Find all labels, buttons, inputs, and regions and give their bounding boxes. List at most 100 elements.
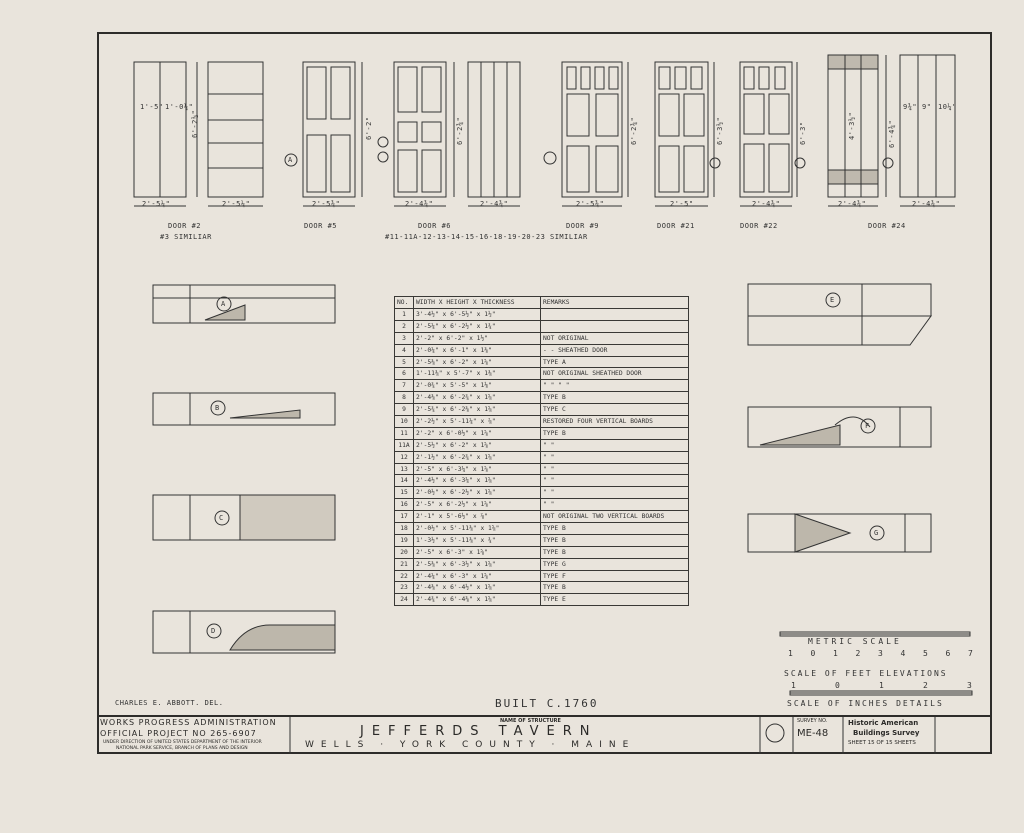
schedule-cell-no: 17 [394,510,414,524]
dim-d24w2: 2'-4¾" [912,200,941,208]
schedule-cell-no: 24 [394,593,414,607]
schedule-cell-remarks: " " [540,486,689,500]
schedule-cell-remarks: NOT ORIGINAL SHEATHED DOOR [540,367,689,381]
schedule-cell-dims: 2'-2" x 6'-2" x 1½" [413,331,541,345]
schedule-cell-dims: 2'-4½" x 6'-3¼" x 1⅝" [413,474,541,488]
schedule-cell-dims: 2'-5⅜" x 6'-2" x 1⅝" [413,355,541,369]
metric-tick-label: 3 [878,649,884,658]
dim-d6w: 2'-4¾" [405,200,434,208]
schedule-cell-remarks: " " [540,498,689,512]
dim-d24w: 2'-4¾" [838,200,867,208]
schedule-cell-remarks: TYPE B [540,522,689,535]
callout-a: A [221,300,226,308]
dim-d5h: 6'-2" [365,116,373,140]
section-g [747,513,932,553]
schedule-cell-remarks: RESTORED FOUR VERTICAL BOARDS [540,415,689,428]
metric-scale-label: METRIC SCALE [808,637,902,646]
schedule-cell-dims: 2'-5⅜" x 6'-3½" x 1⅝" [413,557,541,571]
delineator: CHARLES E. ABBOTT. DEL. [115,699,224,707]
dim-d2w: 2'-5¼" [142,200,171,208]
schedule-cell-dims: 2'-2" x 6'-0½" x 1⅝" [413,426,541,440]
schedule-cell-no: 12 [394,450,414,464]
schedule-cell-dims: 2'-4⅜" x 6'-4½" x 1⅝" [413,581,541,595]
schedule-cell-dims: 2'-5½" x 6'-2" x 1⅝" [413,438,541,452]
feet-tick-label: 1 [879,681,885,690]
schedule-cell-no: 2 [394,319,414,333]
schedule-cell-no: 6 [394,367,414,381]
schedule-cell-remarks: " " [540,462,689,476]
dim-d24t1: 9¾" [903,103,918,111]
schedule-cell-dims: 2'-0½" x 6'-2½" x 1⅝" [413,486,541,500]
door2-back [207,61,264,198]
metric-tick-label: 0 [810,649,816,658]
door24-back [899,54,956,198]
door6-sub: #11-11A-12-13-14-15-16-18-19-20-23 SIMIL… [385,233,588,241]
door9-label: DOOR #9 [566,222,600,230]
dim-d5w: 2'-5¾" [312,200,341,208]
metric-tick-label: 2 [855,649,861,658]
section-a [152,284,336,324]
metric-tick-label: 1 [788,649,794,658]
schedule-cell-dims: 1'-3½" x 5'-11⅜" x ¾" [413,533,541,547]
schedule-cell-remarks: TYPE C [540,403,689,417]
schedule-cell-remarks: NOT ORIGINAL [540,331,689,345]
schedule-cell-no: 5 [394,355,414,369]
schedule-cell-no: 9 [394,403,414,417]
callout-d: D [211,627,216,635]
callout-e: E [830,296,835,304]
dim-d6h: 6'-2¾" [456,116,464,145]
sheet-number: SHEET 15 OF 15 SHEETS [848,740,916,746]
schedule-cell-no: 11 [394,426,414,440]
metric-tick-label: 7 [968,649,974,658]
survey-no-label: SURVEY NO. [797,718,828,724]
feet-tick-label: 0 [835,681,841,690]
metric-tick-label: 4 [900,649,906,658]
schedule-cell-dims: 2'-5" x 6'-3¼" x 1⅝" [413,462,541,476]
schedule-cell-no: 18 [394,522,414,535]
dim-d22h: 6'-3" [799,121,807,145]
schedule-cell-no: 4 [394,343,414,357]
schedule-cell-no: 21 [394,557,414,571]
dim-d2a: 1'-5" [140,103,164,111]
feet-tick-label: 2 [923,681,929,690]
section-f [747,406,932,448]
schedule-cell-dims: 2'-4¾" x 6'-4⅜" x 1⅝" [413,593,541,607]
schedule-cell-dims: 2'-1½" x 6'-2¾" x 1⅝" [413,450,541,464]
schedule-cell-remarks: " " [540,450,689,464]
schedule-cell-remarks: " " " " [540,379,689,393]
under-direction-1: UNDER DIRECTION OF UNITED STATES DEPARTM… [103,740,262,745]
survey-no: ME-48 [797,728,829,739]
schedule-cell-remarks: TYPE A [540,355,689,369]
schedule-cell-dims: 2'-1" x 5'-6½" x ⅞" [413,510,541,524]
schedule-cell-no: 11A [394,438,414,452]
door24-label: DOOR #24 [868,222,906,230]
schedule-cell-remarks: TYPE B [540,391,689,405]
sheet-border [97,32,992,754]
section-c [152,494,336,541]
door-schedule-table: NO. WIDTH X HEIGHT X THICKNESS REMARKS 1… [394,296,689,607]
schedule-cell-no: 23 [394,581,414,595]
feet-scale-label: SCALE OF FEET ELEVATIONS [784,669,948,678]
schedule-cell-no: 3 [394,331,414,345]
dim-d2w2: 2'-5¼" [222,200,251,208]
dim-d24h: 6'-4¾" [888,119,896,148]
habs-label-1: Historic American [848,719,919,727]
schedule-cell-remarks: TYPE B [540,581,689,595]
schedule-cell-dims: 2'-5¼" x 6'-2½" x 1¾" [413,319,541,333]
schedule-cell-dims: 2'-5" x 6'-3" x 1⅝" [413,545,541,559]
schedule-cell-dims: 2'-4⅜" x 6'-2¾" x 1⅝" [413,391,541,405]
habs-label-2: Buildings Survey [853,729,920,737]
schedule-cell-remarks: TYPE B [540,545,689,559]
structure-location: WELLS · YORK COUNTY · MAINE [305,740,636,750]
schedule-cell-dims: 2'-0¼" x 6'-1" x 1⅜" [413,343,541,357]
